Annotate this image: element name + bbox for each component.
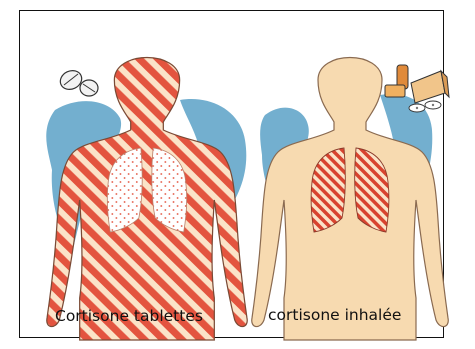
caption-cortisone-tablets: Cortisone tablettes (55, 307, 203, 325)
right-figure (252, 58, 449, 341)
pills-icon (57, 67, 98, 96)
left-figure (46, 58, 247, 341)
caption-inhaled-cortisone: cortisone inhalée (268, 306, 401, 324)
